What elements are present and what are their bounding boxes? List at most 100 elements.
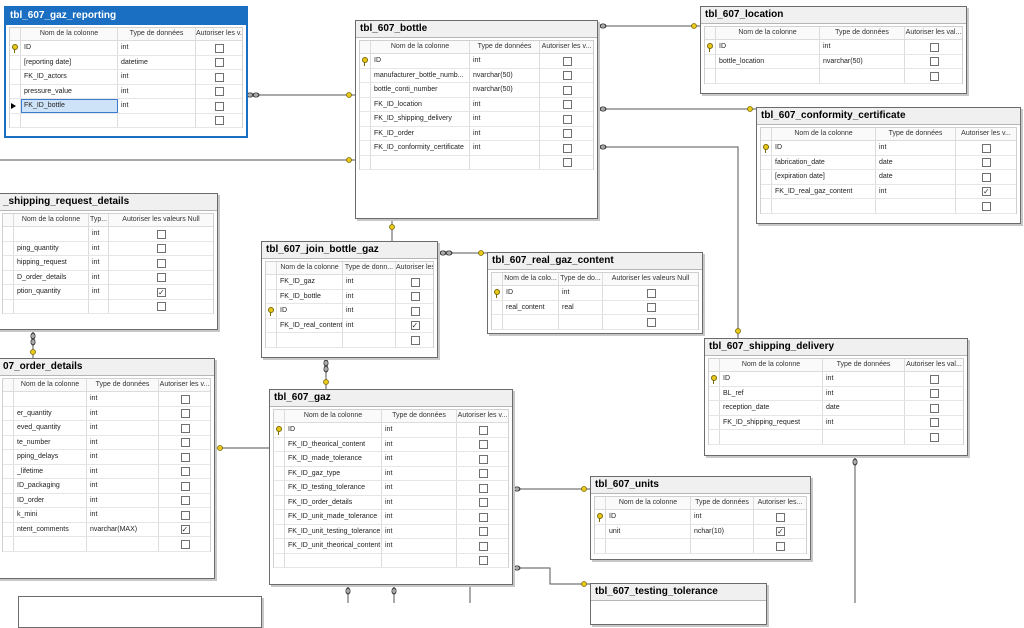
column-name[interactable]: FK_ID_bottle [21,99,118,113]
column-type[interactable]: int [382,423,457,437]
column-row[interactable] [709,430,963,445]
allow-null-checkbox[interactable] [929,71,939,81]
allow-null-checkbox[interactable] [776,541,785,551]
allow-null-checkbox[interactable] [562,85,572,95]
allow-null-checkbox[interactable] [157,244,166,254]
column-name[interactable]: [expiration date] [772,170,876,184]
column-name[interactable] [371,155,470,169]
column-name[interactable]: FK_ID_shipping_request [720,415,823,429]
column-type[interactable] [876,199,956,213]
column-type[interactable]: nvarchar(50) [470,83,540,97]
column-name[interactable]: _lifetime [14,464,87,478]
table-title[interactable]: tbl_607_real_gaz_content [488,253,702,270]
column-type[interactable]: date [876,155,956,169]
column-name[interactable]: ID_packaging [14,479,87,493]
row-selector[interactable] [3,270,14,284]
allow-null-checkbox[interactable] [982,172,991,182]
column-name[interactable] [716,69,820,83]
allow-null-checkbox[interactable] [478,512,488,522]
allow-null-checkbox[interactable] [478,541,488,551]
column-name[interactable]: FK_ID_order [371,126,470,140]
column-row[interactable] [274,553,508,568]
column-name[interactable]: pping_delays [14,450,87,464]
column-name[interactable]: ID [716,40,820,54]
row-selector[interactable] [266,275,277,289]
allow-null-checkbox[interactable] [478,527,488,537]
column-type[interactable]: int [559,286,603,300]
allow-null-checkbox[interactable] [410,277,420,287]
column-name[interactable]: ID [606,510,691,524]
column-type[interactable]: nvarchar(MAX) [87,522,159,536]
column-row[interactable] [595,539,806,554]
row-selector[interactable] [3,493,14,507]
column-row[interactable] [266,333,433,348]
allow-null-checkbox[interactable] [180,394,190,404]
column-name[interactable]: FK_ID_gaz [277,275,343,289]
allow-null-checkbox[interactable] [562,114,572,124]
row-selector[interactable] [3,285,14,299]
column-type[interactable] [823,430,905,444]
row-selector[interactable] [274,452,285,466]
row-selector[interactable] [10,55,21,69]
column-type[interactable]: int [382,452,457,466]
row-selector[interactable] [761,184,772,198]
column-type[interactable]: int [470,141,540,155]
table-title[interactable]: tbl_607_gaz_reporting [6,8,246,25]
column-name[interactable] [503,315,559,329]
row-selector[interactable] [3,479,14,493]
table-title[interactable]: tbl_607_units [591,477,810,494]
row-selector[interactable] [10,84,21,98]
allow-null-checkbox[interactable] [410,292,420,302]
row-selector[interactable] [266,333,277,347]
column-row[interactable] [492,315,698,330]
column-name[interactable]: ID [503,286,559,300]
allow-null-checkbox[interactable] [215,58,224,68]
allow-null-checkbox[interactable] [930,418,939,428]
column-name[interactable]: manufacturer_bottle_numb... [371,68,470,82]
row-selector[interactable] [10,70,21,84]
row-selector[interactable] [274,437,285,451]
allow-null-checkbox[interactable] [180,539,190,549]
row-selector[interactable] [3,406,14,420]
row-selector[interactable] [595,539,606,553]
allow-null-checkbox[interactable] [180,438,190,448]
column-type[interactable]: int [343,318,396,332]
column-name[interactable]: FK_ID_testing_tolerance [285,481,382,495]
row-selector[interactable] [360,97,371,111]
row-selector[interactable] [3,392,14,406]
column-type[interactable] [470,155,540,169]
table-partial-bottom[interactable] [18,596,262,628]
column-type[interactable] [118,113,196,127]
row-selector[interactable] [10,41,21,55]
allow-null-checkbox[interactable] [478,483,488,493]
row-selector[interactable] [3,450,14,464]
column-type[interactable]: int [382,466,457,480]
column-type[interactable]: int [820,40,905,54]
row-selector[interactable] [705,40,716,54]
allow-null-checkbox[interactable] [478,498,488,508]
column-row[interactable]: manufacturer_bottle_numb...nvarchar(50) [360,68,593,83]
column-type[interactable]: int [382,481,457,495]
column-type[interactable]: int [118,84,196,98]
allow-null-checkbox[interactable] [562,158,572,168]
table-title[interactable]: tbl_607_bottle [356,21,597,38]
row-selector[interactable] [3,435,14,449]
allow-null-checkbox[interactable] [478,469,488,479]
